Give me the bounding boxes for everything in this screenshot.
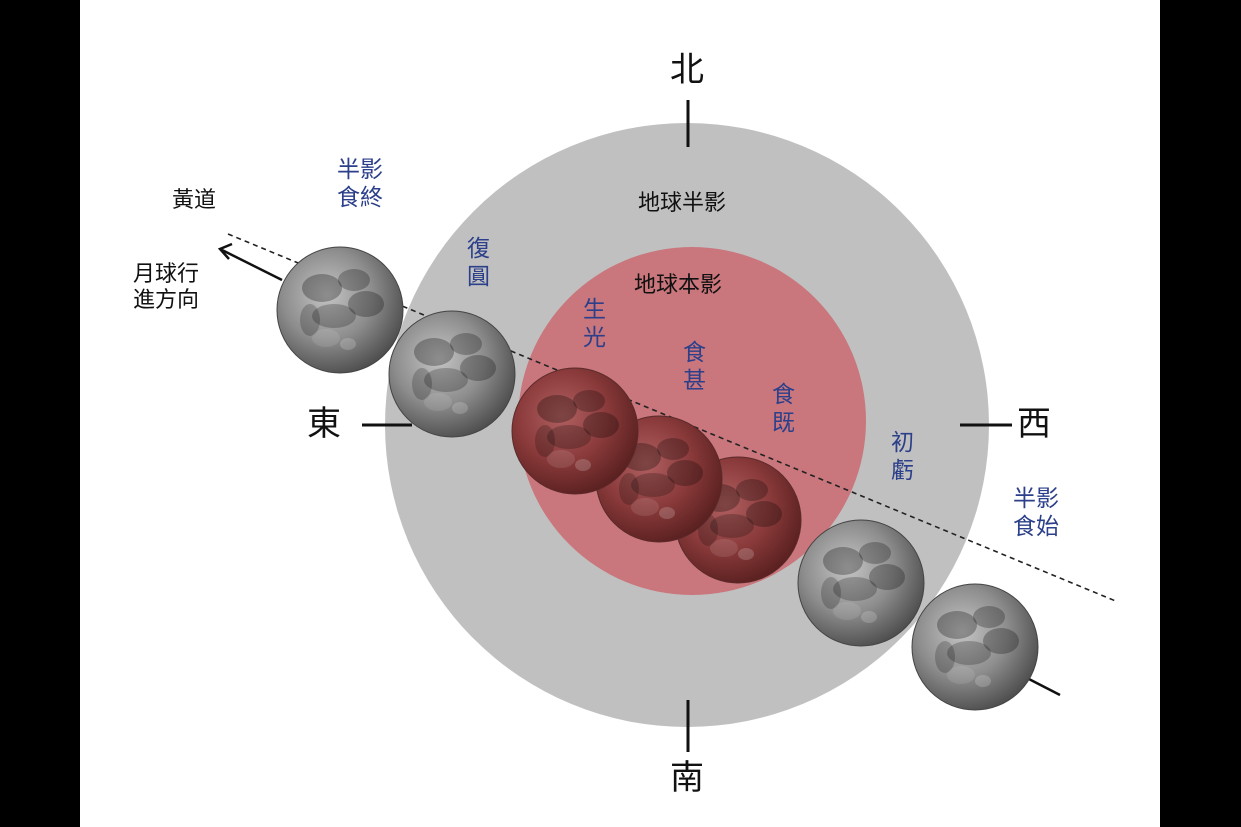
moon-direction-arrow (221, 248, 283, 282)
phase-last-contact-label: 復 圓 (467, 236, 490, 290)
phase-totality-begin-label: 食 既 (772, 382, 795, 436)
north-label: 北 (670, 50, 704, 90)
south-label: 南 (670, 758, 704, 798)
phase-greatest-label: 食 甚 (683, 340, 706, 394)
ecliptic-label: 黃道 (172, 188, 217, 213)
moon-penumbral-begin (911, 583, 1039, 711)
moon-path-tail (1024, 675, 1061, 697)
moon-first-contact (797, 519, 925, 647)
umbra-label: 地球本影 (634, 273, 723, 298)
moon-last-contact (388, 310, 516, 438)
phase-totality-end-label: 生 光 (583, 297, 606, 351)
penumbra-label: 地球半影 (638, 191, 727, 216)
arrow-head-icon (217, 242, 233, 260)
phase-penumbral-end-label: 半影 食終 (337, 157, 383, 211)
west-label: 西 (1017, 404, 1051, 444)
east-label: 東 (307, 404, 341, 444)
phase-penumbral-begin-label: 半影 食始 (1013, 486, 1059, 540)
moon-direction-label: 月球行 進方向 (133, 262, 200, 314)
moon-penumbral-end (276, 246, 404, 374)
moon-totality-end (511, 367, 639, 495)
phase-first-contact-label: 初 虧 (891, 430, 914, 484)
